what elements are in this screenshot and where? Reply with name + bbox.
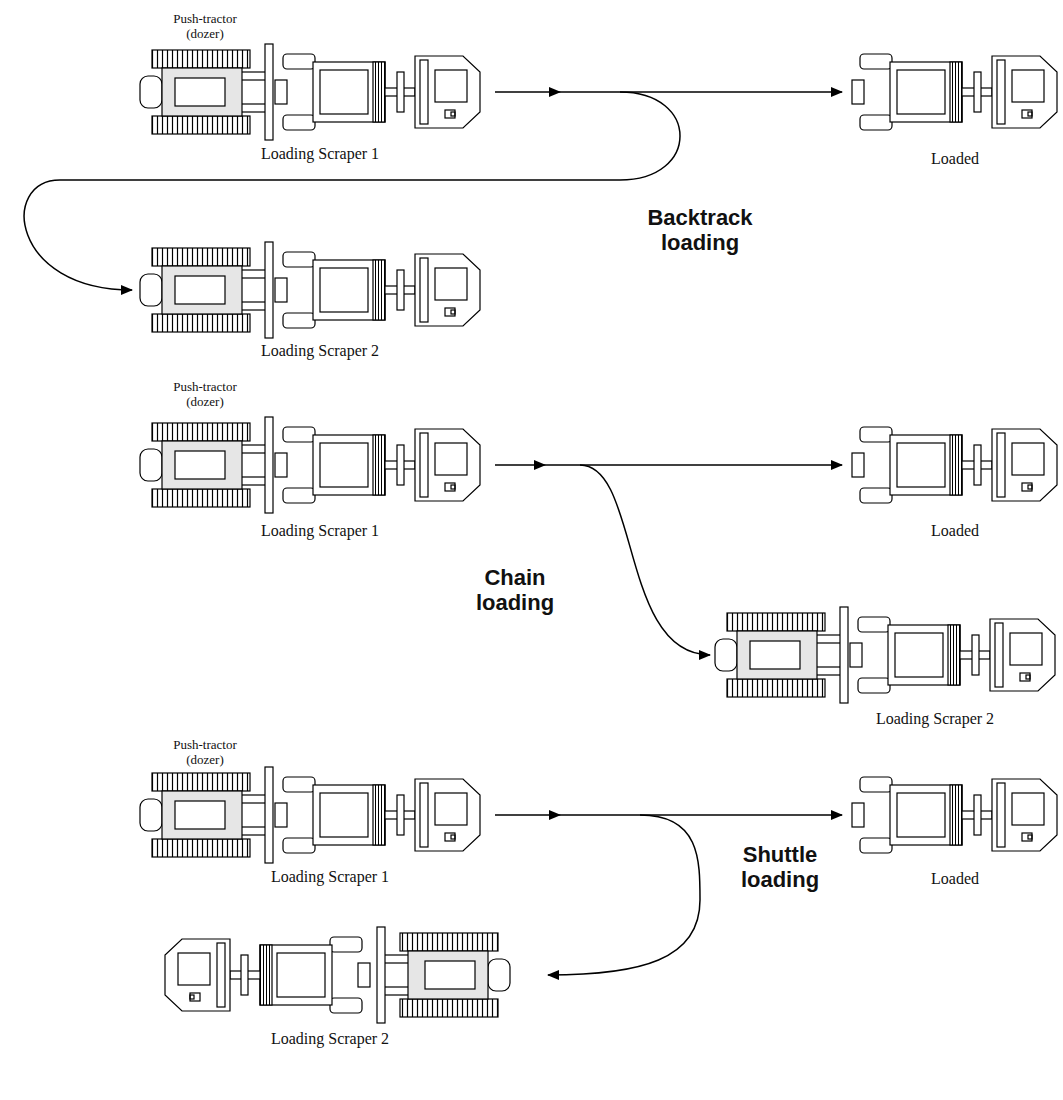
travel-arrow bbox=[495, 464, 545, 466]
scraper bbox=[850, 617, 1055, 693]
part-label: Push-tractor (dozer) bbox=[155, 380, 255, 410]
travel-arrow bbox=[560, 814, 842, 816]
scraper bbox=[275, 252, 480, 328]
caption-label: Loaded bbox=[875, 150, 1035, 168]
caption-label: Loading Scraper 1 bbox=[220, 145, 420, 163]
method-title: Backtrack loading bbox=[638, 205, 763, 256]
caption-label: Loaded bbox=[875, 870, 1035, 888]
scraper bbox=[165, 937, 370, 1013]
caption-label: Loading Scraper 2 bbox=[230, 1030, 430, 1048]
method-title: Chain loading bbox=[453, 565, 578, 616]
caption-label: Loading Scraper 1 bbox=[230, 868, 430, 886]
travel-arrow bbox=[545, 464, 842, 466]
scraper bbox=[275, 54, 480, 130]
push-tractor bbox=[140, 242, 273, 338]
push-tractor bbox=[140, 44, 273, 140]
scraper bbox=[852, 777, 1057, 853]
scraper bbox=[275, 777, 480, 853]
caption-label: Loading Scraper 2 bbox=[835, 710, 1035, 728]
return-arrow bbox=[548, 815, 700, 975]
push-tractor bbox=[140, 767, 273, 863]
return-arrow bbox=[24, 92, 680, 290]
scraper bbox=[852, 54, 1057, 130]
push-tractor bbox=[715, 607, 848, 703]
part-label: Push-tractor (dozer) bbox=[155, 12, 255, 42]
travel-arrow bbox=[495, 91, 560, 93]
caption-label: Loaded bbox=[875, 522, 1035, 540]
travel-arrow bbox=[495, 814, 560, 816]
push-tractor bbox=[377, 927, 510, 1023]
travel-arrow bbox=[560, 91, 842, 93]
caption-label: Loading Scraper 2 bbox=[220, 342, 420, 360]
caption-label: Loading Scraper 1 bbox=[220, 522, 420, 540]
scraper bbox=[275, 427, 480, 503]
part-label: Push-tractor (dozer) bbox=[155, 738, 255, 768]
return-arrow bbox=[580, 465, 710, 655]
scraper bbox=[852, 427, 1057, 503]
push-tractor bbox=[140, 417, 273, 513]
method-title: Shuttle loading bbox=[718, 842, 843, 893]
